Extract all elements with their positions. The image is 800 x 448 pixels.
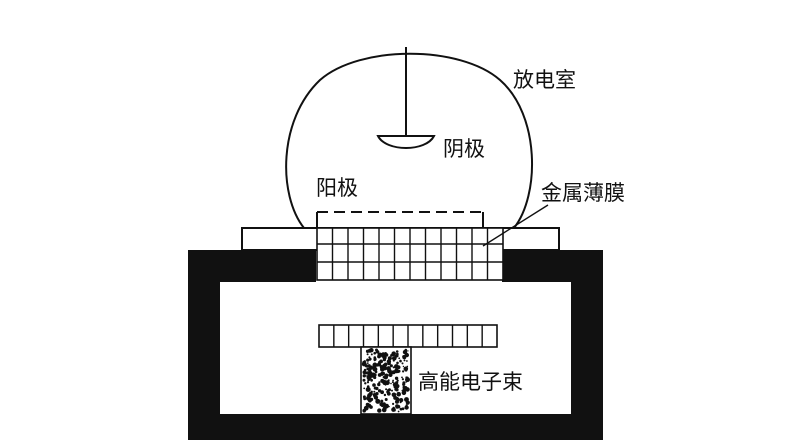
label-metal-foil: 金属薄膜 xyxy=(541,181,625,205)
electron-beam-column xyxy=(360,346,412,415)
foil-leader-line xyxy=(482,204,549,247)
label-anode: 阳极 xyxy=(316,176,358,200)
housing-frame xyxy=(188,250,603,440)
beam-window-grid xyxy=(318,324,498,348)
label-cathode: 阴极 xyxy=(443,137,485,161)
cathode-cup xyxy=(376,135,436,149)
label-discharge-chamber: 放电室 xyxy=(513,68,576,92)
foil-window-grid xyxy=(316,227,504,281)
discharge-chamber-dome xyxy=(285,52,533,229)
label-electron-beam: 高能电子束 xyxy=(418,370,523,394)
